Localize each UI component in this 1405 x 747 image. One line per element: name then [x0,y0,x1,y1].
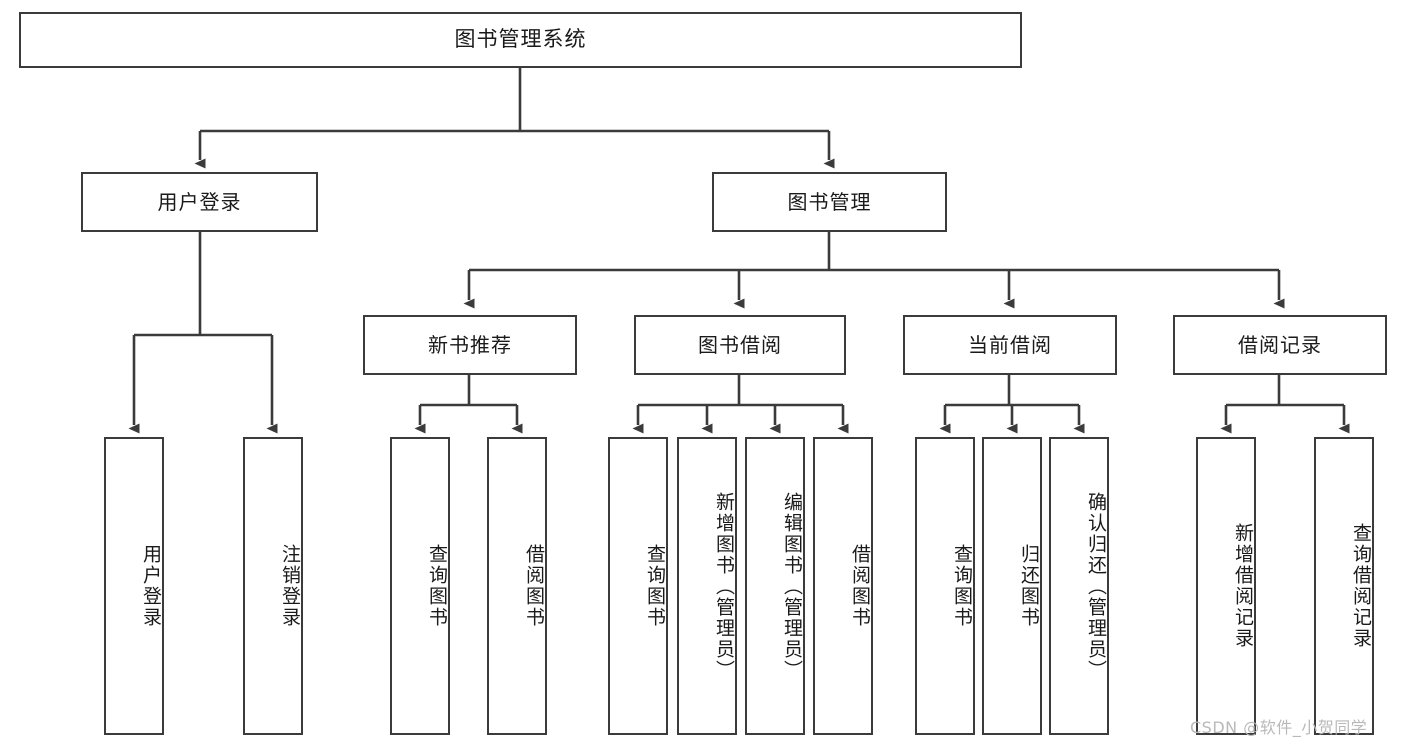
node-label: 图书借阅 [698,333,782,357]
node-label: 新增借阅记录 [1232,523,1254,649]
watermark-text: CSDN @软件_小贺同学 [1190,718,1368,737]
leaf-return-books[interactable]: 归还图书 [982,437,1042,735]
node-label: 用户登录 [140,544,162,628]
node-label: 查询图书 [644,544,666,628]
leaf-borrow-books-borrowing[interactable]: 借阅图书 [813,437,873,735]
leaf-borrow-books-recommendation[interactable]: 借阅图书 [487,437,547,735]
node-book-management[interactable]: 图书管理 [712,172,947,232]
leaf-add-book-admin[interactable]: 新增图书（管理员） [677,437,737,735]
leaf-confirm-return-admin[interactable]: 确认归还（管理员） [1049,437,1109,735]
node-current-borrowing[interactable]: 当前借阅 [903,315,1117,375]
leaf-query-borrow-record[interactable]: 查询借阅记录 [1314,437,1374,735]
node-label: 图书管理系统 [454,27,587,52]
leaf-query-books-current[interactable]: 查询图书 [915,437,975,735]
node-label: 归还图书 [1018,544,1040,628]
node-label: 当前借阅 [968,333,1052,357]
node-label: 新增图书（管理员） [713,491,735,681]
node-root-book-management-system[interactable]: 图书管理系统 [19,12,1022,68]
node-label: 图书管理 [787,190,872,214]
node-label: 借阅图书 [849,544,871,628]
leaf-edit-book-admin[interactable]: 编辑图书（管理员） [745,437,805,735]
node-label: 查询图书 [951,544,973,628]
leaf-query-books-recommendation[interactable]: 查询图书 [390,437,450,735]
node-label: 用户登录 [157,190,242,214]
node-new-book-recommendation[interactable]: 新书推荐 [363,315,577,375]
node-label: 借阅记录 [1238,333,1322,357]
node-label: 编辑图书（管理员） [781,491,803,681]
node-label: 查询借阅记录 [1350,523,1372,649]
node-label: 查询图书 [426,544,448,628]
leaf-logout[interactable]: 注销登录 [243,437,303,735]
node-label: 新书推荐 [428,333,512,357]
node-label: 借阅图书 [523,544,545,628]
leaf-query-books-borrowing[interactable]: 查询图书 [608,437,668,735]
node-user-login[interactable]: 用户登录 [81,172,318,232]
leaf-user-login[interactable]: 用户登录 [104,437,164,735]
node-label: 注销登录 [279,544,301,628]
leaf-add-borrow-record[interactable]: 新增借阅记录 [1196,437,1256,735]
node-borrow-records[interactable]: 借阅记录 [1173,315,1387,375]
node-label: 确认归还（管理员） [1085,491,1107,681]
node-book-borrowing[interactable]: 图书借阅 [634,315,846,375]
